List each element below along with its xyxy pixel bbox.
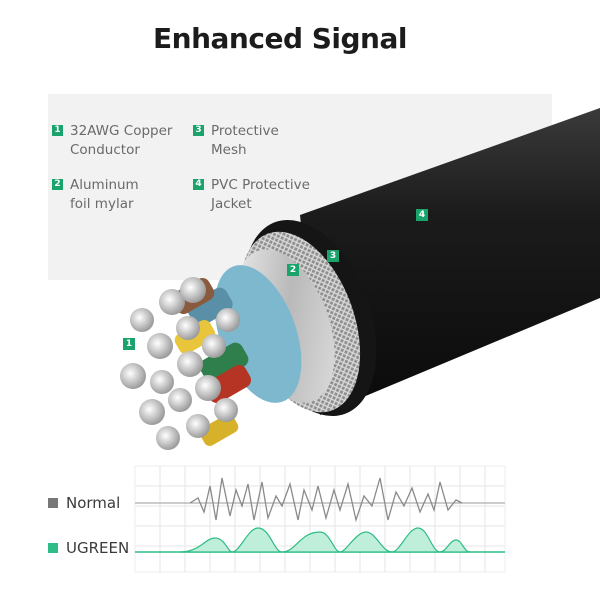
normal-signal-wave <box>189 477 463 523</box>
callout-badge-2: 2 <box>287 264 299 276</box>
callout-badge-1: 1 <box>123 338 135 350</box>
conductor-bundle <box>120 277 251 450</box>
normal-signal-label: Normal <box>48 494 120 512</box>
ugreen-signal-label: UGREEN <box>48 539 129 557</box>
page-title: Enhanced Signal <box>153 22 407 55</box>
legend-label: Aluminum foil mylar <box>70 177 139 212</box>
callout-badge-4: 4 <box>416 209 428 221</box>
legend-item-copper-conductor: 1 32AWG Copper Conductor <box>52 122 172 160</box>
legend-label: Protective Mesh <box>211 123 279 158</box>
legend-badge: 2 <box>52 179 63 190</box>
ugreen-color-swatch <box>48 543 58 553</box>
legend-item-protective-mesh: 3 Protective Mesh <box>193 122 279 160</box>
legend-label: PVC Protective Jacket <box>211 177 310 212</box>
normal-color-swatch <box>48 498 58 508</box>
ugreen-signal-wave <box>179 527 471 553</box>
legend-badge: 4 <box>193 179 204 190</box>
legend-badge: 1 <box>52 125 63 136</box>
legend-badge: 3 <box>193 125 204 136</box>
legend-item-pvc-jacket: 4 PVC Protective Jacket <box>193 176 310 214</box>
legend-label: 32AWG Copper Conductor <box>70 123 173 158</box>
ugreen-label-text: UGREEN <box>66 539 130 557</box>
normal-label-text: Normal <box>66 494 121 512</box>
legend-item-aluminum-foil: 2 Aluminum foil mylar <box>52 176 139 214</box>
signal-grid <box>134 465 506 573</box>
callout-badge-3: 3 <box>327 250 339 262</box>
